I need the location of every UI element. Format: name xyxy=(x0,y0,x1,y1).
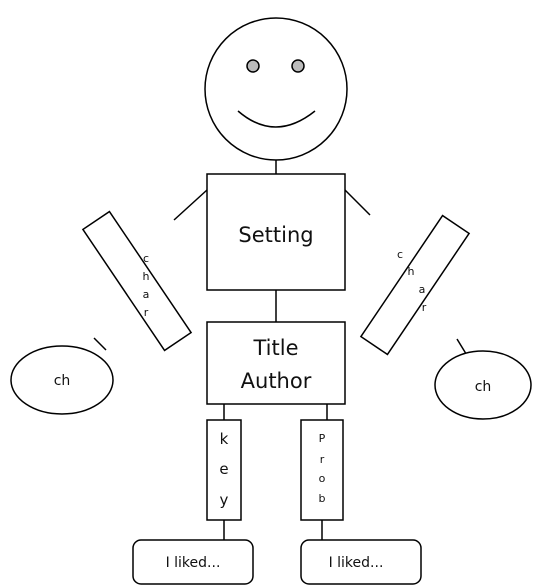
right-foot-box xyxy=(300,539,422,585)
right-leg-letter: b xyxy=(319,492,326,505)
setting-box xyxy=(206,173,346,291)
right-arm-letter: r xyxy=(422,301,427,314)
left-arm-letter: c xyxy=(143,252,149,265)
left-arm-box xyxy=(81,210,193,352)
left-arm-letter: r xyxy=(144,306,149,319)
right-leg-letter: r xyxy=(320,453,325,466)
left-foot-box xyxy=(132,539,254,585)
title-label: Title xyxy=(252,336,298,360)
right-leg-letter: o xyxy=(319,472,326,485)
right-eye xyxy=(291,59,305,73)
left-leg-letter: k xyxy=(220,430,229,448)
left-wrist-line xyxy=(93,337,107,351)
left-shoulder-line xyxy=(173,189,208,221)
left-arm xyxy=(81,210,193,352)
right-foot-label: I liked... xyxy=(329,555,384,571)
head-circle xyxy=(204,17,348,161)
setting-label: Setting xyxy=(238,223,313,247)
left-hand-oval xyxy=(10,345,114,415)
right-leg-letter: P xyxy=(319,432,326,445)
author-label: Author xyxy=(241,369,312,393)
title-author-box xyxy=(206,321,346,405)
left-leg-letter: y xyxy=(220,491,229,509)
left-arm-letter: h xyxy=(143,270,150,283)
left-foot-label: I liked... xyxy=(166,555,221,571)
left-arm-letter: a xyxy=(143,288,150,301)
right-hand-oval xyxy=(434,350,532,420)
smile xyxy=(237,110,316,128)
left-hand-label: ch xyxy=(54,373,71,389)
right-arm-box xyxy=(359,214,471,356)
right-arm-letter: a xyxy=(419,283,426,296)
right-hand-label: ch xyxy=(475,379,492,395)
right-leg-box xyxy=(300,419,344,521)
left-leg-letter: e xyxy=(219,460,228,478)
right-arm xyxy=(359,214,471,356)
right-shoulder-line xyxy=(344,189,371,216)
right-arm-letter: c xyxy=(397,248,403,261)
right-arm-letter: h xyxy=(408,265,415,278)
left-eye xyxy=(246,59,260,73)
